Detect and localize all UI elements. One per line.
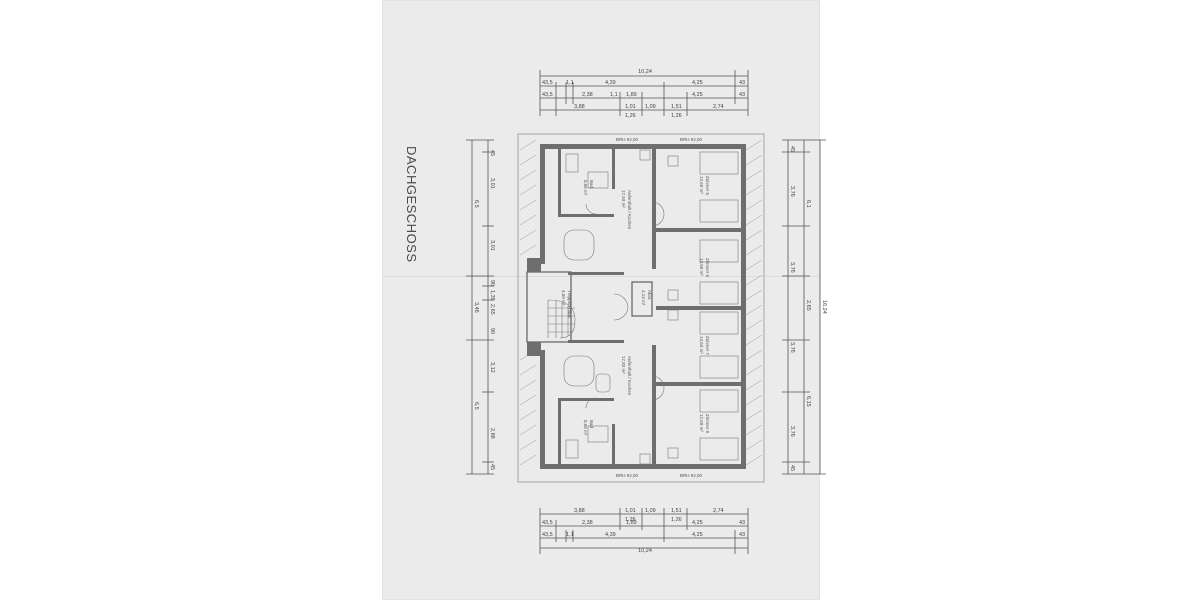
room-area: 4,13 m² — [641, 290, 646, 306]
dim-label: 1,1 — [566, 532, 574, 538]
dim-label: 6,1 — [805, 200, 811, 208]
dim-label: 43 — [739, 532, 745, 538]
dim-label: 1,1 — [610, 92, 618, 98]
staircase — [547, 299, 576, 339]
dim-label: 4,39 — [605, 532, 616, 538]
room-area: 17,93 m² — [621, 190, 626, 208]
dim-label: 2,74 — [713, 104, 724, 110]
room-name: Bad — [589, 180, 594, 189]
room-area: 12,69 m² — [699, 176, 704, 194]
dim-label: 1,35 — [489, 290, 495, 301]
dim-label: 1,09 — [645, 104, 656, 110]
dim-label: 3,76 — [789, 426, 795, 437]
dim-label: 43,5 — [542, 80, 553, 86]
dim-label: 43,5 — [542, 520, 553, 526]
room-area: 5,06 m² — [583, 420, 588, 436]
paper-fold — [382, 276, 820, 277]
room-labels: Bad 5,06 m² Aufenthalt / Kochen 17,93 m²… — [561, 176, 710, 436]
dim-label: 1,01 — [625, 508, 636, 514]
dim-label: 6,5 — [473, 402, 479, 410]
brh-label: BRH 94,00 — [680, 137, 703, 142]
bottom-dimension-chains: 3,88 1,01 1,09 1,51 2,74 1,26 1,26 43,5 … — [539, 508, 749, 554]
dim-label: 2,88 — [489, 428, 495, 439]
dim-label: 2,65 — [805, 300, 811, 311]
room-name: Zimmer 6 — [705, 258, 710, 277]
dim-label: 1,26 — [625, 517, 636, 523]
dim-label: 1,09 — [645, 508, 656, 514]
room-area: 4,59 m² — [561, 290, 566, 306]
dim-label: 4,25 — [692, 520, 703, 526]
dim-label: 90 — [489, 280, 495, 286]
dim-label: 2,38 — [582, 520, 593, 526]
dim-label: 45 — [789, 146, 795, 152]
dim-label: 43 — [739, 80, 745, 86]
top-total-dim: 10,24 — [638, 69, 652, 75]
dim-label: 6,5 — [473, 200, 479, 208]
dim-label: 43,5 — [542, 532, 553, 538]
furniture — [563, 149, 739, 465]
dim-label: 1,89 — [626, 520, 637, 526]
dim-label: 4,25 — [692, 92, 703, 98]
dim-label: 3,88 — [574, 104, 585, 110]
room-name: Zimmer 5 — [705, 176, 710, 195]
room-area: 5,06 m² — [583, 180, 588, 196]
dim-label: 1,26 — [671, 517, 682, 523]
brh-label: BRH 94,00 — [680, 473, 703, 478]
dim-label: 3,46 — [473, 302, 479, 313]
dim-label: 1,26 — [671, 113, 682, 119]
brh-labels: BRH 94,00 BRH 94,00 BRH 94,00 BRH 94,00 — [616, 137, 703, 478]
right-dimension-chains: 45 3,76 6,1 3,76 2,65 16,24 3,76 6,15 3,… — [782, 139, 827, 475]
room-name: Bad — [589, 420, 594, 429]
dim-label: 2,74 — [713, 508, 724, 514]
dim-label: 45 — [489, 464, 495, 470]
room-name: Aufenthalt / Kochen — [627, 356, 632, 396]
dim-label: 4,25 — [692, 80, 703, 86]
roof-outline — [517, 133, 765, 483]
dim-label: 45 — [789, 465, 795, 471]
top-dimension-chains: 10,24 43,5 1,1 4,39 4,25 43 43,5 2,38 1,… — [539, 69, 749, 119]
brh-label: BRH 94,00 — [616, 137, 639, 142]
dim-label: 45 — [489, 150, 495, 156]
dim-label: 3,01 — [489, 240, 495, 251]
dim-label: 2,38 — [582, 92, 593, 98]
dim-label: 3,76 — [789, 262, 795, 273]
sheet-title: DACHGESCHOSS — [404, 146, 419, 263]
dim-label: 6,15 — [805, 396, 811, 407]
door-swings — [585, 201, 665, 409]
dim-label: 2,65 — [489, 304, 495, 315]
dim-label: 1,51 — [671, 508, 682, 514]
dim-label: 1,51 — [671, 104, 682, 110]
dim-label: 3,76 — [789, 342, 795, 353]
dim-label: 90 — [489, 328, 495, 334]
room-name: Zimmer 8 — [705, 414, 710, 433]
left-dimension-chains: 45 3,01 6,5 3,01 90 1,35 2,65 3,46 90 3,… — [466, 139, 495, 475]
dim-label: 16,24 — [821, 300, 827, 314]
dim-label: 4,39 — [605, 80, 616, 86]
dim-label: 1,89 — [626, 92, 637, 98]
room-name: Treppen-haus — [567, 290, 572, 319]
dim-label: 43,5 — [542, 92, 553, 98]
room-name: Aufenthalt / Kochen — [627, 190, 632, 230]
plan-sheet — [382, 0, 820, 600]
dim-label: 3,01 — [489, 178, 495, 189]
room-name: Abst. — [647, 290, 652, 300]
walls — [526, 144, 746, 469]
dim-label: 3,88 — [574, 508, 585, 514]
room-name: Zimmer 7 — [705, 336, 710, 355]
room-area: 13,60 m² — [699, 258, 704, 276]
dim-label: 1,26 — [625, 113, 636, 119]
room-area: 12,69 m² — [699, 414, 704, 432]
brh-label: BRH 94,00 — [616, 473, 639, 478]
dim-label: 3,12 — [489, 362, 495, 373]
dim-label: 1,01 — [625, 104, 636, 110]
dim-label: 43 — [739, 520, 745, 526]
room-area: 17,83 m² — [621, 356, 626, 374]
dim-label: 1,1 — [566, 80, 574, 86]
room-area: 13,54 m² — [699, 336, 704, 354]
dim-label: 43 — [739, 92, 745, 98]
dim-label: 4,25 — [692, 532, 703, 538]
bottom-total-dim: 10,24 — [638, 548, 652, 554]
dim-label: 3,76 — [789, 186, 795, 197]
